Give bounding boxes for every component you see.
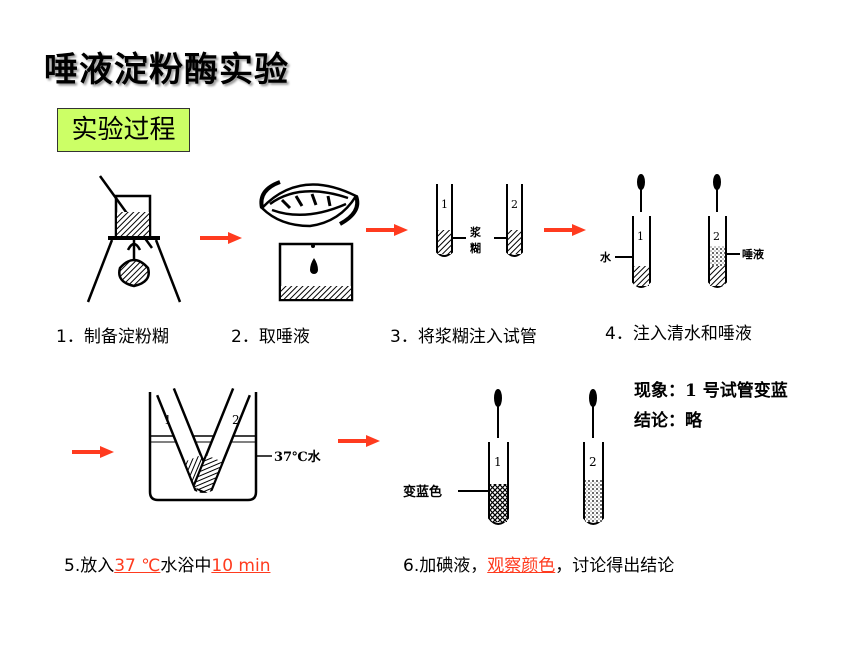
section-tag: 实验过程 <box>57 108 190 152</box>
step6-caption-part: 6.加碘液， <box>403 556 488 576</box>
tube-number-2: 2 <box>511 198 518 211</box>
result-conclusion: 结论：略 <box>634 411 702 431</box>
step5-caption-part: 5.放入 <box>64 556 115 576</box>
step3-caption: 3．将浆糊注入试管 <box>390 327 537 347</box>
turned-blue-label: 变蓝色 <box>403 484 442 500</box>
step5-duration-highlight: 10 min <box>211 556 271 576</box>
arrow-4 <box>72 446 114 458</box>
tube-number-2: 2 <box>589 455 597 469</box>
step6-caption: 6.加碘液，观察颜色，讨论得出结论 <box>403 551 674 576</box>
arrow-2 <box>366 224 408 236</box>
arrow-3 <box>544 224 586 236</box>
tube-number-1: 1 <box>494 455 502 469</box>
paste-label-2: 糊 <box>470 241 481 255</box>
tube-number-1: 1 <box>164 413 172 427</box>
result-phenomenon: 现象：1 号试管变蓝 <box>634 381 788 401</box>
step5-caption: 5.放入37 ℃水浴中10 min <box>64 551 270 576</box>
step4-caption: 4．注入清水和唾液 <box>605 324 752 344</box>
tube-number-2: 2 <box>232 413 240 427</box>
step6-observe-highlight: 观察颜色 <box>487 556 556 576</box>
step2-saliva-collection <box>259 180 360 302</box>
page-title: 唾液淀粉酶实验 <box>44 50 289 90</box>
step3-paste-tubes <box>436 184 523 257</box>
arrow-1 <box>200 232 242 244</box>
bath-temp-label: 37℃水 <box>274 449 322 465</box>
saliva-label: 唾液 <box>742 247 765 261</box>
step5-temperature-highlight: 37 ℃ <box>114 556 161 576</box>
tube-number-1: 1 <box>441 198 448 211</box>
step4-water-saliva-tubes <box>615 174 740 288</box>
step5-water-bath <box>148 387 272 502</box>
step1-caption: 1．制备淀粉糊 <box>56 327 169 347</box>
paste-label: 浆 <box>470 225 482 239</box>
tube-number-2: 2 <box>713 230 720 243</box>
step5-caption-part: 水浴中 <box>160 556 212 576</box>
step6-caption-part: ，讨论得出结论 <box>555 556 675 576</box>
step2-caption: 2．取唾液 <box>231 327 310 347</box>
water-label: 水 <box>600 250 612 264</box>
arrow-5 <box>338 435 380 447</box>
step6-iodine-tubes <box>458 389 604 525</box>
tube-number-1: 1 <box>637 230 644 243</box>
step1-heating-setup <box>86 175 182 303</box>
